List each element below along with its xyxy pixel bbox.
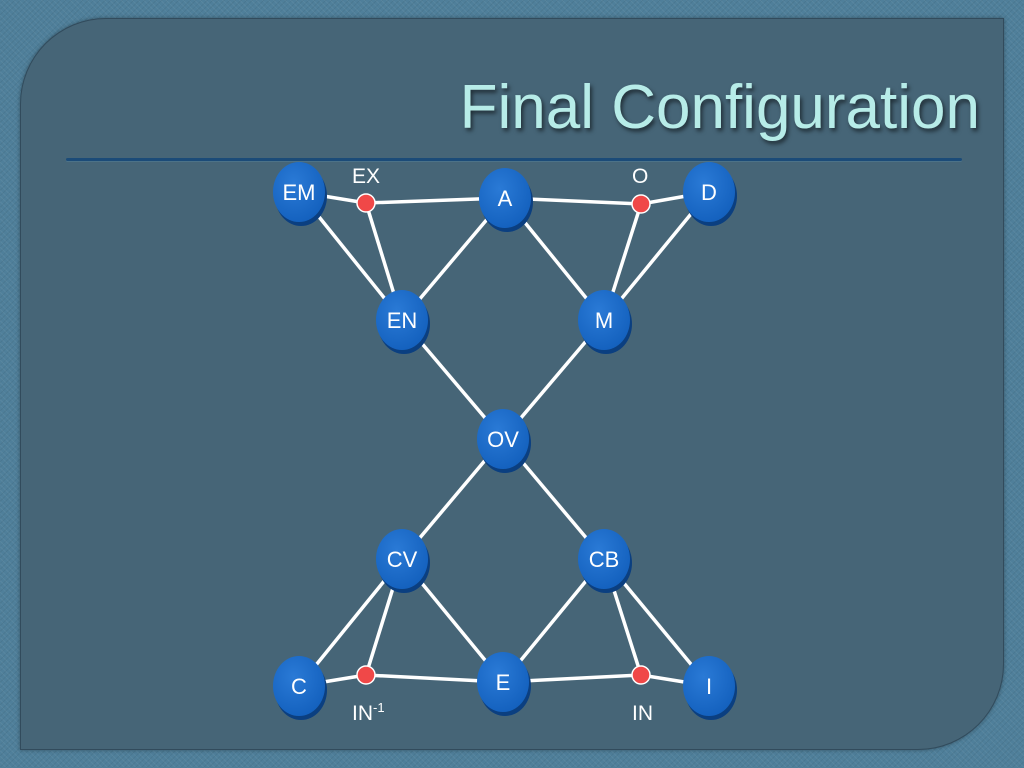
node-label: CV [387, 547, 418, 572]
node-label: EM [283, 180, 316, 205]
node-circle [578, 529, 630, 589]
junction-dot [356, 193, 376, 213]
node-a: A [479, 168, 533, 232]
junction-inv: IN-1 [352, 665, 385, 725]
points-layer: EX O IN-1 IN [352, 165, 653, 725]
node-m: M [578, 290, 632, 354]
node-circle [578, 290, 630, 350]
node-circle [477, 652, 529, 712]
node-label: CB [589, 547, 620, 572]
title-divider [66, 158, 962, 161]
node-circle [273, 656, 325, 716]
junction-o: O [631, 165, 651, 214]
node-label: OV [487, 427, 519, 452]
node-c: C [273, 656, 327, 720]
nodes-layer: EM A D EN M OV CV CB C E I [273, 162, 737, 720]
node-label: M [595, 308, 613, 333]
node-cv: CV [376, 529, 430, 593]
node-cb: CB [578, 529, 632, 593]
node-e: E [477, 652, 531, 716]
junction-label: EX [352, 165, 380, 188]
node-i: I [683, 656, 737, 720]
junction-dot [356, 665, 376, 685]
node-label: I [706, 674, 712, 699]
slide-title: Final Configuration [459, 73, 980, 142]
junction-dot [631, 665, 651, 685]
node-circle [683, 656, 735, 716]
node-label: C [291, 674, 307, 699]
junction-dot [631, 194, 651, 214]
junction-label: IN-1 [352, 700, 385, 725]
junction-label: IN [632, 702, 653, 725]
node-circle [376, 290, 428, 350]
node-em: EM [273, 162, 327, 226]
slide-panel [20, 18, 1004, 750]
node-circle [479, 168, 531, 228]
node-ov: OV [477, 409, 531, 473]
node-label: A [498, 186, 513, 211]
junction-label: O [632, 165, 648, 188]
node-label: D [701, 180, 717, 205]
junction-in: IN [631, 665, 653, 725]
node-circle [683, 162, 735, 222]
node-circle [477, 409, 529, 469]
node-circle [273, 162, 325, 222]
node-d: D [683, 162, 737, 226]
node-circle [376, 529, 428, 589]
node-en: EN [376, 290, 430, 354]
junction-ex: EX [352, 165, 380, 213]
node-label: EN [387, 308, 418, 333]
node-label: E [496, 670, 511, 695]
